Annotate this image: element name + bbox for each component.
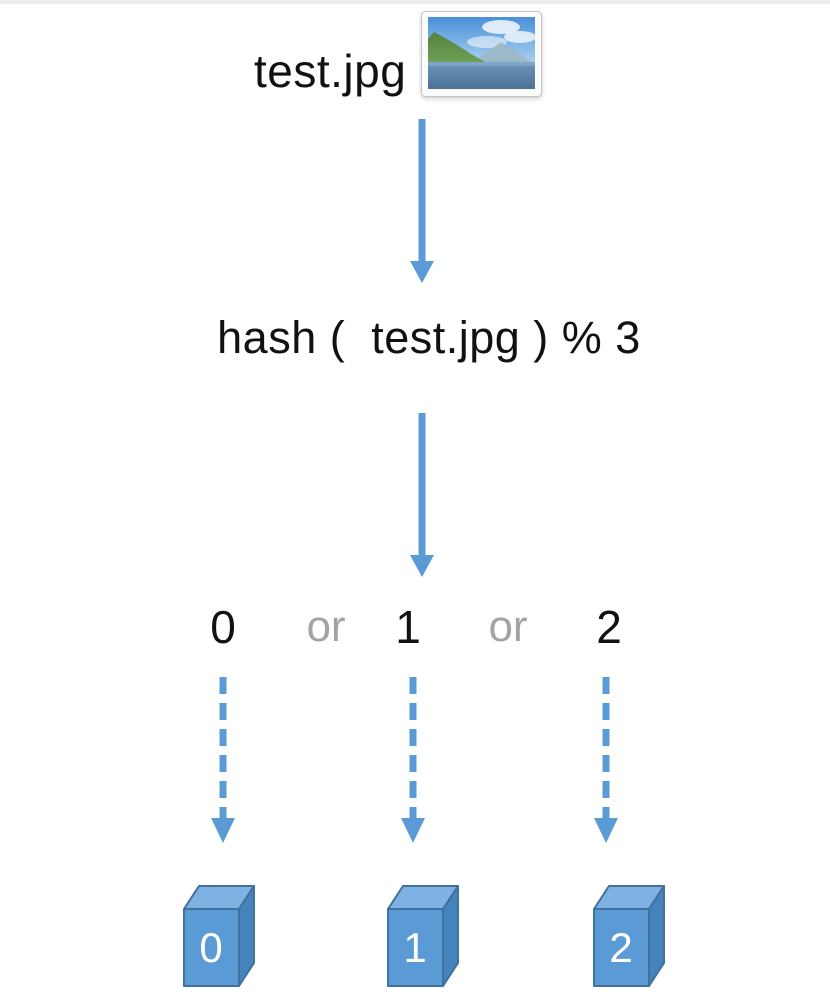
dashed-down-arrow-2: [594, 677, 618, 843]
bucket-label-2: 2: [609, 924, 632, 971]
source-file: test.jpg: [254, 11, 543, 103]
or-label: or: [488, 602, 528, 651]
hash-expression: hash ( test.jpg ) % 3: [217, 312, 641, 363]
screenshot-top-edge: [0, 0, 830, 4]
bucket-cube-0: 0: [183, 885, 255, 987]
bucket-label-0: 0: [199, 924, 222, 971]
dashed-down-arrow-1: [401, 677, 425, 843]
file-name-label: test.jpg: [254, 45, 407, 97]
bucket-cube-2: 2: [593, 885, 665, 987]
outcome-1: 1: [395, 601, 421, 653]
dashed-down-arrow-0: [211, 677, 235, 843]
bucket-label-1: 1: [403, 924, 426, 971]
solid-down-arrow-2: [410, 413, 434, 577]
image-file-icon: [421, 11, 543, 103]
outcome-0: 0: [210, 601, 236, 653]
or-label: or: [306, 602, 346, 651]
solid-down-arrow-1: [410, 119, 434, 283]
bucket-cube-1: 1: [387, 885, 459, 987]
outcome-2: 2: [596, 601, 622, 653]
